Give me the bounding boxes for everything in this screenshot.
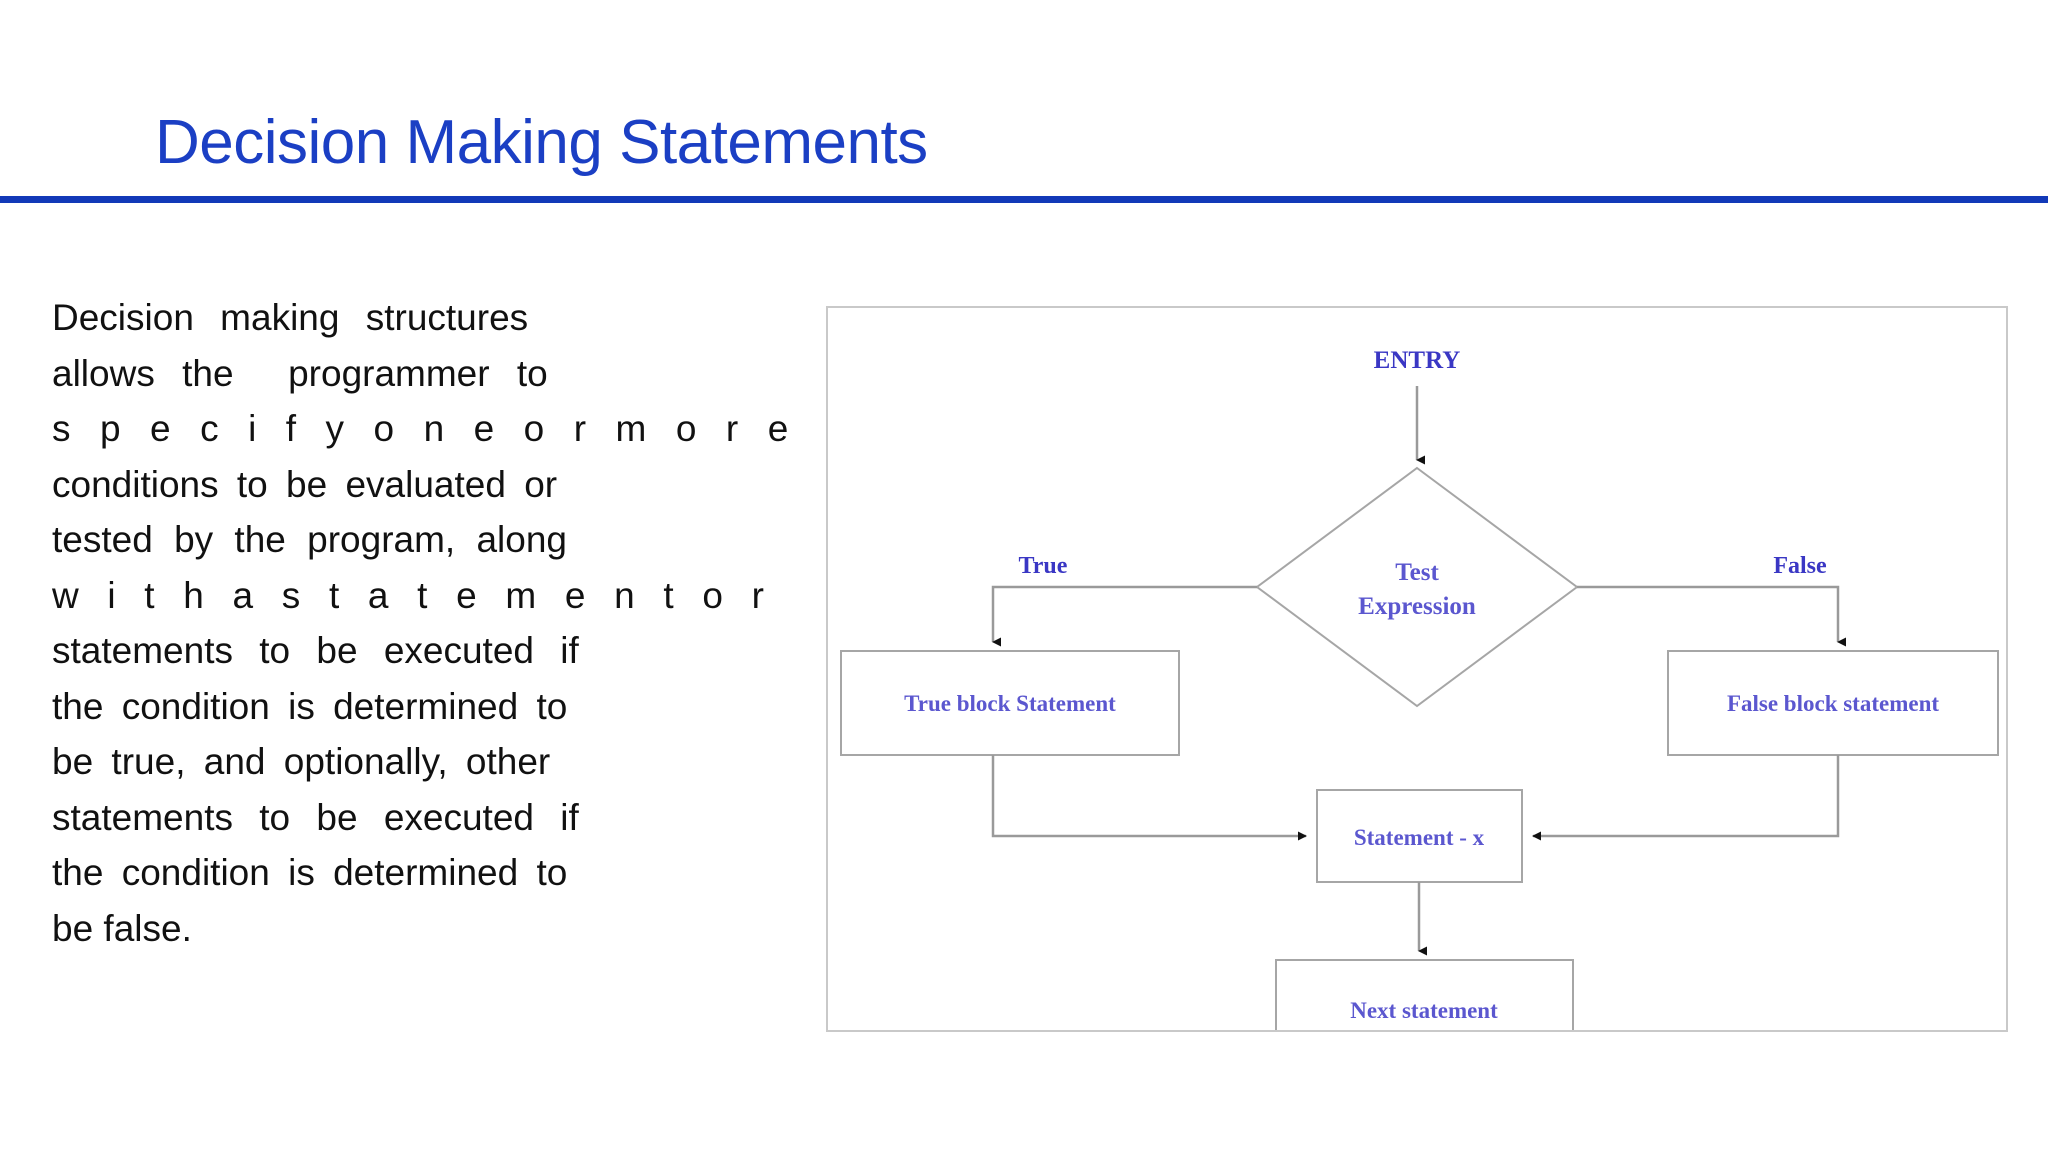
- body-line-5: tested by the program, along: [52, 519, 568, 560]
- title-underline-rule: [0, 196, 2048, 203]
- flowchart-svg: ENTRY Test Expression True False True bl…: [840, 347, 1999, 1030]
- body-line-2: allows the programmer to: [52, 352, 548, 394]
- body-line-11: the condition is determined to: [52, 852, 568, 893]
- branch-label-true: True: [1019, 553, 1068, 579]
- next-statement-node: [1275, 959, 1574, 1030]
- page-title: Decision Making Statements: [155, 108, 928, 177]
- body-line-12: be false.: [52, 907, 192, 949]
- false-block-label: False block statement: [1727, 691, 1939, 716]
- body-line-4: conditions to be evaluated or: [52, 463, 558, 505]
- true-block-node: [840, 650, 1180, 756]
- false-block-node: [1667, 650, 1999, 756]
- connector-false-block-to-statement-x: [1532, 755, 1840, 841]
- decision-text-line1: Test: [1395, 559, 1439, 586]
- body-line-9: be true, and optionally, other: [52, 741, 551, 782]
- body-line-7: statements to be executed if: [52, 630, 579, 671]
- decision-text-line2: Expression: [1358, 593, 1476, 620]
- entry-label: ENTRY: [1374, 347, 1461, 374]
- body-line-1: Decision making structures: [52, 297, 529, 338]
- body-line-3: s p e c i f y o n e o r m o r e: [52, 408, 798, 449]
- connector-false-branch: [1577, 585, 1846, 647]
- connector-true-block-to-statement-x: [991, 755, 1307, 841]
- decision-diamond: [1255, 466, 1579, 708]
- connector-true-branch: [991, 585, 1257, 647]
- body-line-6: w i t h a s t a t e m e n t o r: [52, 574, 774, 616]
- next-statement-label: Next statement: [1350, 998, 1498, 1023]
- body-line-8: the condition is determined to: [52, 685, 568, 727]
- statement-x-label: Statement - x: [1354, 825, 1485, 850]
- branch-label-false: False: [1773, 553, 1827, 579]
- body-paragraph: Decision making structures allows the pr…: [52, 290, 798, 956]
- body-line-10: statements to be executed if: [52, 796, 579, 838]
- flowchart-image: ENTRY Test Expression True False True bl…: [826, 306, 2008, 1032]
- true-block-label: True block Statement: [904, 691, 1116, 716]
